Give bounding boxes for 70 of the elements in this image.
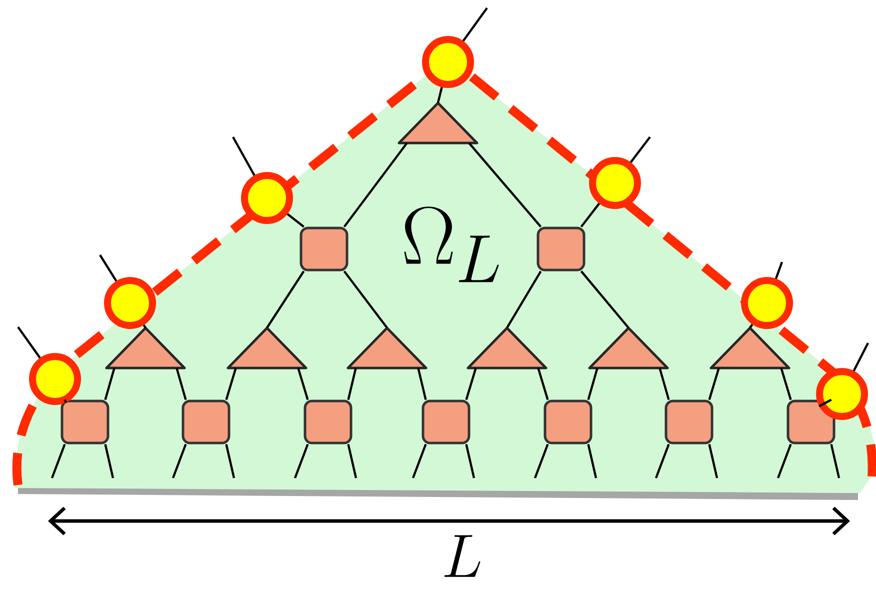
tensor-leg	[776, 444, 792, 478]
tensor-leg	[818, 398, 832, 408]
tensor-leg	[436, 86, 443, 104]
tensor-leg	[630, 136, 651, 163]
tensor-leg	[658, 368, 670, 400]
tensor-leg	[99, 254, 118, 282]
boundary-circle	[816, 368, 868, 420]
tensor-leg	[587, 444, 598, 478]
tensor-leg	[343, 142, 408, 228]
boundary-circle	[741, 277, 794, 329]
tensor-leg	[343, 270, 388, 328]
tensor-leg	[64, 399, 68, 404]
tensor-leg	[286, 213, 304, 228]
tensor-leg	[172, 444, 187, 478]
tensor-triangle	[105, 326, 186, 370]
tensor-leg	[104, 368, 116, 400]
tensor-leg	[749, 324, 754, 328]
tensor-leg	[225, 368, 237, 400]
tensor-leg	[266, 270, 305, 328]
tensor-leg	[104, 444, 114, 478]
tensor-square	[300, 226, 348, 272]
tensor-leg	[142, 324, 146, 328]
tensor-triangle	[398, 102, 478, 144]
tensor-leg	[506, 270, 542, 328]
tensor-leg	[537, 368, 549, 400]
tensor-leg	[462, 7, 488, 42]
tensor-square	[182, 400, 230, 444]
boundary-circle	[104, 277, 156, 329]
tensor-triangle	[588, 326, 669, 370]
tensor-leg	[294, 444, 309, 478]
tensor-leg	[232, 136, 256, 176]
tensor-leg	[780, 368, 792, 400]
tensor-leg	[50, 444, 66, 478]
tensor-leg	[297, 368, 309, 400]
tensor-square	[664, 400, 714, 444]
tensor-leg	[654, 444, 670, 478]
tensor-square	[60, 400, 110, 444]
tensor-leg	[852, 342, 869, 372]
tensor-leg	[830, 444, 840, 478]
tensor-leg	[347, 444, 358, 478]
tensor-square	[422, 400, 470, 444]
tensor-leg	[17, 326, 41, 358]
tensor-square	[544, 400, 592, 444]
tensor-leg	[465, 444, 476, 478]
tensor-square	[786, 400, 836, 444]
tensor-triangle	[226, 326, 308, 370]
tensor-leg	[347, 368, 357, 400]
tensor-leg	[708, 444, 718, 478]
tensor-triangle	[710, 326, 790, 370]
tensor-leg	[534, 444, 549, 478]
boundary-circle	[241, 172, 293, 224]
tensor-leg	[580, 202, 600, 228]
boundary-circle	[589, 157, 641, 209]
tensor-leg	[580, 270, 630, 328]
tensor-leg	[468, 142, 542, 228]
tensor-square	[536, 226, 586, 272]
tensor-square	[304, 400, 352, 444]
tensor-leg	[412, 444, 427, 478]
tensor-leg	[708, 368, 720, 400]
tensor-leg	[774, 262, 784, 279]
tensor-triangle	[466, 326, 548, 370]
boundary-circle	[29, 353, 81, 405]
tensor-triangle	[346, 326, 428, 370]
tensor-leg	[176, 368, 187, 400]
boundary-circle	[422, 36, 474, 88]
tensor-leg	[417, 368, 427, 400]
tensor-leg	[225, 444, 236, 478]
tensor-leg	[587, 368, 598, 400]
dimension-label: $L$	[444, 535, 480, 577]
tensor-leg	[465, 368, 477, 400]
